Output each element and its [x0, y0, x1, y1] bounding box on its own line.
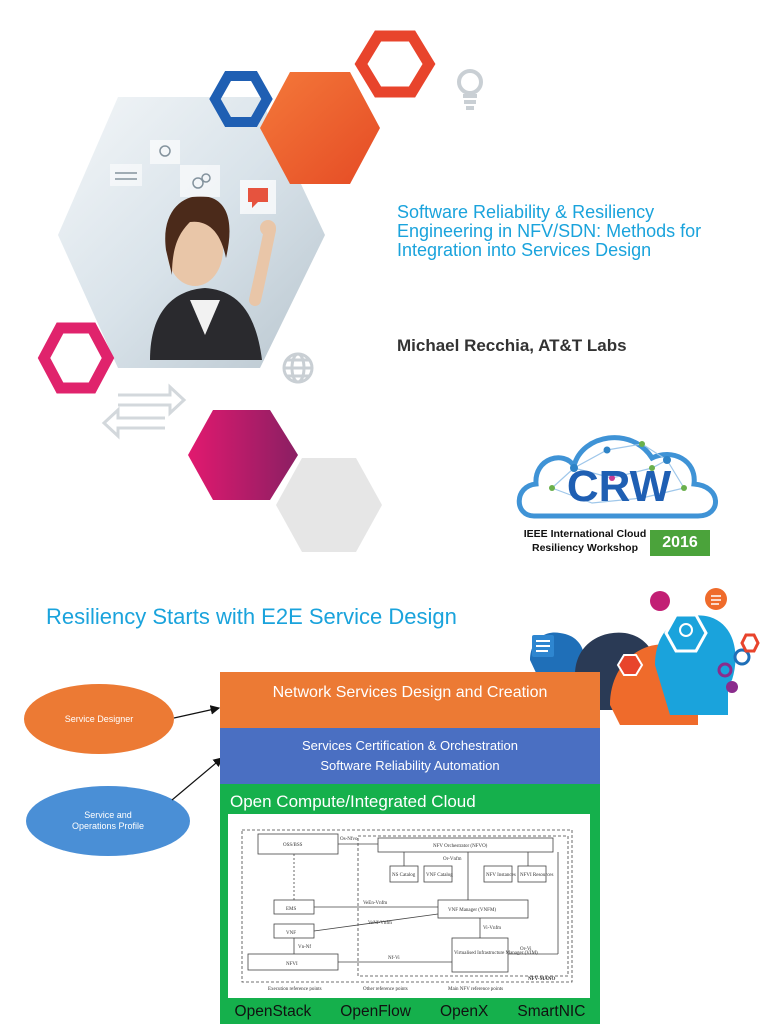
svg-text:Or-Vnfm: Or-Vnfm [443, 857, 462, 862]
svg-text:VNF Catalog: VNF Catalog [426, 873, 453, 878]
service-stack: Network Services Design and Creation Ser… [220, 672, 600, 1024]
double-arrow-icon [101, 383, 187, 440]
nfv-mano-diagram: OSS/BSS NFV Orchestrator (NFVO) Os-Nfvo … [228, 814, 590, 998]
svg-text:NFVI: NFVI [286, 962, 298, 967]
lightbulb-icon [457, 69, 483, 110]
red-hexagon [354, 30, 436, 98]
svg-text:Vi-Vnfm: Vi-Vnfm [483, 926, 501, 931]
svg-text:EMS: EMS [286, 907, 297, 912]
slide-title: Software Reliability & Resiliency Engine… [397, 202, 702, 260]
svg-text:OSS/BSS: OSS/BSS [283, 843, 303, 848]
svg-text:NFV-MANO: NFV-MANO [528, 977, 556, 982]
heads-illustration [530, 588, 760, 725]
slide2-title: Resiliency Starts with E2E Service Desig… [46, 604, 457, 629]
svg-text:NFV Orchestrator (NFVO): NFV Orchestrator (NFVO) [433, 844, 488, 849]
crw-caption: IEEE International Cloud Resiliency Work… [523, 528, 647, 554]
network-services-band: Network Services Design and Creation [220, 672, 600, 728]
technology-row: OpenStack OpenFlow OpenX SmartNIC [220, 1003, 600, 1021]
service-designer-oval: Service Designer [24, 684, 174, 754]
svg-text:Or-Vi: Or-Vi [520, 947, 532, 952]
svg-text:VeNf-Vnfm: VeNf-Vnfm [368, 921, 392, 926]
blue-hexagon [209, 71, 273, 127]
svg-text:Main NFV reference points: Main NFV reference points [448, 987, 503, 992]
tech-openflow: OpenFlow [340, 1003, 411, 1020]
title-slide: Software Reliability & Resiliency Engine… [37, 30, 718, 556]
svg-text:Virtualised Infrastructure Man: Virtualised Infrastructure Manager (VIM) [454, 951, 538, 956]
crw-year-badge: 2016 [650, 530, 710, 556]
tech-openstack: OpenStack [234, 1003, 312, 1020]
designer-arrow [173, 705, 221, 719]
svg-text:VeEn-Vnfm: VeEn-Vnfm [363, 901, 387, 906]
tech-smartnic: SmartNIC [517, 1003, 586, 1020]
svg-text:VNF Manager (VNFM): VNF Manager (VNFM) [448, 908, 496, 913]
svg-text:NFV Instances: NFV Instances [486, 873, 516, 878]
magenta-outline-hexagon [37, 322, 115, 394]
magenta-hexagon [188, 410, 298, 500]
globe-dot-icon [650, 591, 670, 611]
svg-text:Os-Nfvo: Os-Nfvo [340, 837, 358, 842]
profile-arrow [171, 757, 223, 801]
mano-region [357, 835, 569, 977]
lightbulb-hex-icon [664, 613, 708, 653]
grey-hexagon [276, 458, 382, 552]
svg-text:Nf-Vi: Nf-Vi [388, 956, 400, 961]
integrated-cloud-band: Open Compute/Integrated Cloud [220, 784, 600, 1024]
integrated-cloud-label: Open Compute/Integrated Cloud [230, 792, 476, 811]
chat-bubble-icon [248, 188, 268, 208]
tech-openx: OpenX [440, 1003, 489, 1020]
nfv-architecture-svg: OSS/BSS NFV Orchestrator (NFVO) Os-Nfvo … [241, 829, 573, 992]
floating-icons [110, 140, 276, 214]
author-line: Michael Recchia, AT&T Labs [397, 336, 627, 355]
svg-text:Other reference points: Other reference points [363, 987, 408, 992]
svg-text:NS Catalog: NS Catalog [392, 873, 416, 878]
svg-text:NFVI Resources: NFVI Resources [520, 873, 554, 878]
svg-text:VNF: VNF [286, 931, 296, 936]
globe-icon [282, 352, 314, 384]
svg-text:Execution reference points: Execution reference points [268, 987, 322, 992]
crw-cloud-logo: CRW [516, 435, 718, 519]
hexagon-graphic [37, 30, 483, 552]
crw-letters: CRW [567, 462, 672, 511]
svg-text:Vn-Nf: Vn-Nf [298, 945, 311, 950]
woman-illustration [150, 195, 276, 360]
orchestration-band: Services Certification & Orchestration S… [220, 728, 600, 784]
orange-hexagon [260, 72, 380, 184]
service-operations-profile-oval: Service and Operations Profile [26, 786, 190, 856]
